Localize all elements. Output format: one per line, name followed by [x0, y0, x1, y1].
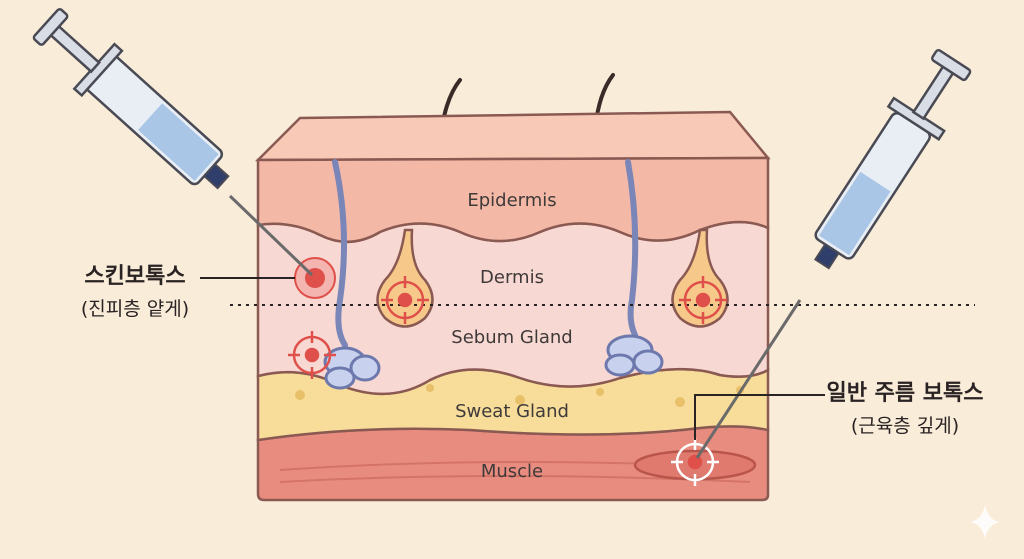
label-dermis: Dermis	[480, 267, 544, 288]
fat-globule	[596, 388, 604, 396]
skin-botox-depth: (진피층 얕게)	[81, 298, 189, 320]
target-icon	[679, 276, 727, 324]
target-icon	[288, 331, 336, 379]
fat-globule	[426, 384, 434, 392]
syringe-right	[695, 49, 972, 459]
label-sebum-gland: Sebum Gland	[451, 327, 572, 348]
sweat-gland-coil-right	[604, 334, 664, 377]
fat-globule	[515, 395, 525, 405]
target-icon	[381, 276, 429, 324]
fat-globule	[675, 397, 685, 407]
sparkle-icon	[970, 505, 1000, 539]
hair-follicle-right	[625, 159, 639, 338]
syringe-left	[32, 8, 314, 277]
label-sweat-gland: Sweat Gland	[455, 401, 569, 422]
wrinkle-botox-depth: (근육층 깊게)	[851, 415, 959, 437]
skin-top-surface	[254, 110, 771, 162]
fat-globule	[295, 390, 305, 400]
label-epidermis: Epidermis	[467, 190, 556, 211]
wrinkle-botox-leader-line	[694, 394, 825, 440]
skin-botox-title: 스킨보톡스	[84, 264, 185, 289]
hair-follicle-left	[332, 159, 348, 348]
label-muscle: Muscle	[481, 461, 543, 482]
wrinkle-botox-title: 일반 주름 보톡스	[827, 381, 984, 406]
